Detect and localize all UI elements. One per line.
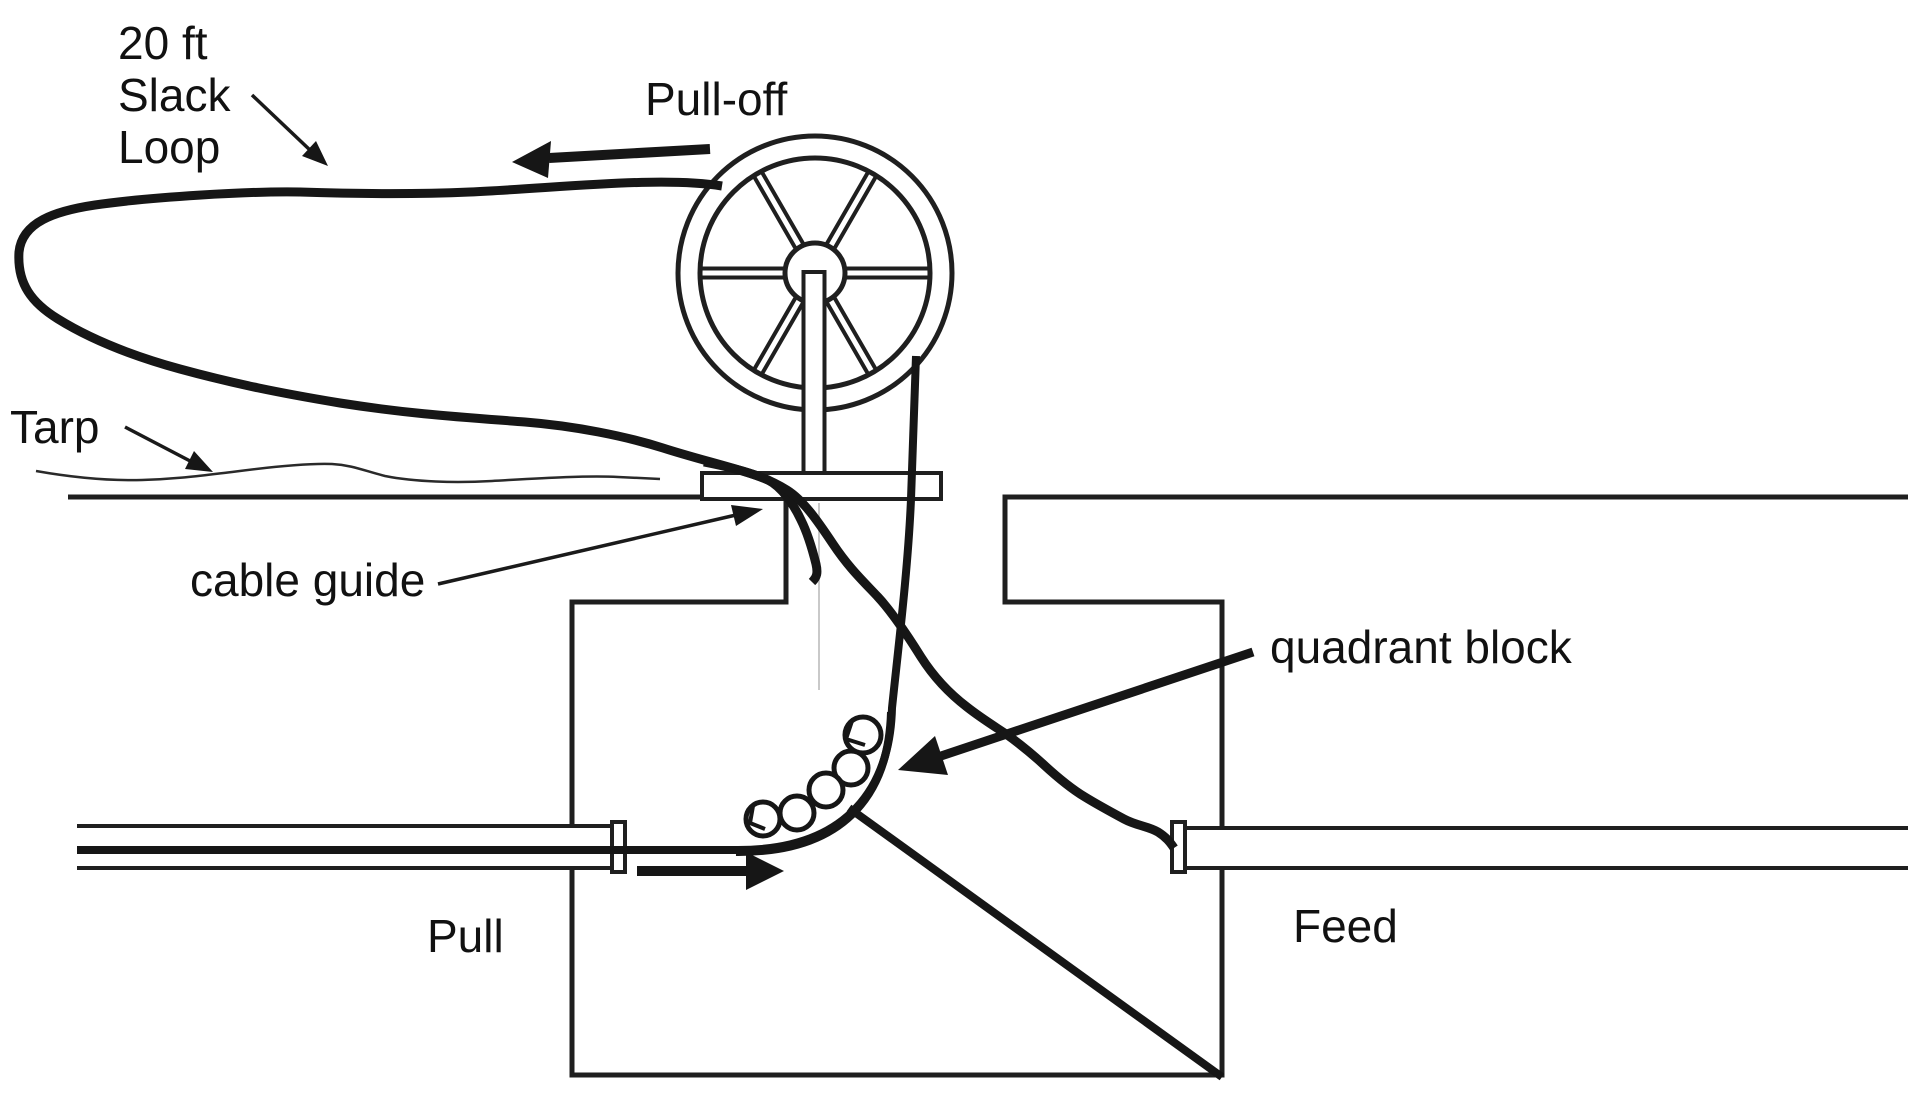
ground-and-vault-outline — [68, 494, 1908, 1078]
tarp-leader-arrowhead-icon — [185, 451, 213, 472]
roller-axle-mark — [843, 720, 866, 747]
feed-duct — [1170, 820, 1908, 874]
roller — [743, 799, 783, 839]
slack-loop-label-line1: 20 ft — [118, 17, 208, 69]
cable-guide-leader-arrowhead-icon — [731, 505, 763, 526]
pull-off-label: Pull-off — [645, 73, 788, 125]
quadrant-rollers — [743, 714, 884, 839]
pull-arrow — [637, 852, 784, 890]
labels: 20 ft Slack Loop Pull-off Tarp cable gui… — [10, 17, 1573, 962]
reel-post — [801, 270, 827, 475]
pull-label: Pull — [427, 910, 504, 962]
roller — [806, 770, 846, 810]
reel-spokes — [700, 170, 930, 376]
tarp-leader-arrow — [124, 425, 213, 472]
cable-guide-label: cable guide — [190, 554, 425, 606]
reel-base-plate — [700, 471, 943, 501]
tarp-line — [35, 462, 661, 484]
slack-loop-leader-arrowhead-icon — [302, 141, 328, 166]
roller-axle-mark — [747, 805, 766, 831]
slack-loop-label-line2: Slack — [118, 69, 231, 121]
tarp-label: Tarp — [10, 401, 99, 453]
roller — [831, 748, 871, 788]
pull-off-arrow — [512, 141, 711, 178]
pull-arrowhead-icon — [746, 852, 784, 890]
cable-guide-leader-arrow — [437, 505, 763, 586]
quadrant-block-leader-arrowhead-icon — [898, 736, 948, 775]
pull-off-reel — [675, 133, 955, 475]
feed-cable — [703, 457, 1178, 851]
slack-loop-label-line3: Loop — [118, 121, 220, 173]
feed-label: Feed — [1293, 900, 1398, 952]
quadrant-strut — [846, 804, 1225, 1081]
quadrant-block-leader-arrow — [898, 647, 1255, 775]
slack-loop-cable — [14, 177, 822, 586]
roller — [777, 793, 817, 833]
slack-loop-leader-arrow — [250, 93, 328, 166]
pull-off-arrowhead-icon — [512, 141, 551, 178]
quadrant-block-label: quadrant block — [1270, 621, 1573, 673]
